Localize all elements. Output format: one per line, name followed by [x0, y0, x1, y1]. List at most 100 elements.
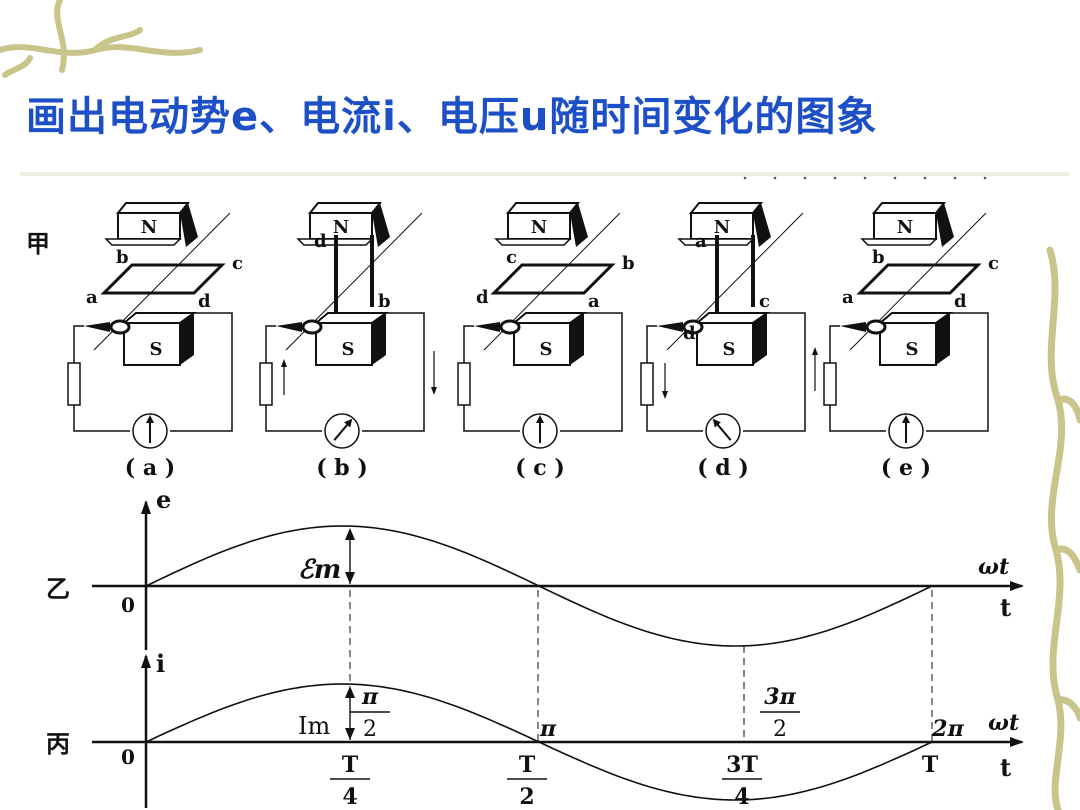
emf-origin-label: 0	[121, 593, 135, 617]
magnet-s-side	[372, 313, 386, 365]
magnet-north-label: N	[897, 217, 913, 238]
magnet-south-label: S	[723, 339, 736, 360]
panel-caption: ( d )	[697, 455, 749, 481]
coil-corner-label-br: a	[588, 291, 600, 312]
slip-ring	[301, 319, 323, 335]
slip-ring	[865, 319, 887, 335]
current-t-label: t	[1000, 753, 1011, 782]
current-origin-label: 0	[121, 745, 135, 769]
galvanometer-needle	[333, 418, 353, 441]
resistor	[640, 362, 654, 406]
galvanometer-needle	[712, 418, 732, 441]
current-amplitude-arrow-down	[345, 728, 355, 740]
angle-tick-label: π	[539, 716, 557, 742]
coil-corner-label-bl: a	[842, 287, 854, 308]
coil-corner-label-br: d	[954, 291, 967, 312]
panel-caption: ( e )	[881, 455, 931, 481]
current-omega-t-label: ωt	[988, 710, 1019, 736]
emf-t-label: t	[1000, 593, 1011, 622]
coil-loop	[100, 263, 226, 295]
coil-corner-label-br: b	[378, 291, 391, 312]
right-vine-decoration	[1046, 246, 1080, 810]
current-amplitude-label: Im	[298, 712, 330, 740]
panel-caption: ( c )	[515, 455, 565, 481]
brush	[276, 322, 302, 332]
time-tick-numerator: T	[342, 752, 359, 778]
magnet-south-label: S	[906, 339, 919, 360]
resistor	[457, 362, 471, 406]
coil-corner-label-bl: d	[683, 323, 696, 344]
top-left-vine-decoration	[0, 0, 203, 78]
emf-amplitude-label: ℰm	[298, 555, 341, 585]
coil-loop	[715, 235, 755, 313]
panel-caption: ( b )	[316, 455, 368, 481]
brush	[84, 322, 110, 332]
time-tick-denominator: 4	[734, 784, 749, 810]
current-axis-label: i	[156, 649, 165, 678]
slip-ring	[682, 319, 704, 335]
magnet-s-body	[513, 322, 571, 366]
magnet-north-label: N	[141, 217, 157, 238]
emf-graph	[92, 500, 1024, 742]
coil-corner-label-tl: b	[116, 247, 129, 268]
time-tick-denominator: 4	[342, 784, 357, 810]
label-bing: 丙	[46, 729, 70, 758]
panel-caption: ( a )	[125, 455, 175, 481]
label-jia: 甲	[26, 229, 50, 258]
time-tick-numerator: 3T	[726, 752, 758, 778]
brush	[657, 322, 683, 332]
magnet-south-label: S	[342, 339, 355, 360]
coil-corner-label-tl: a	[695, 231, 707, 252]
brush	[840, 322, 866, 332]
magnet-s-body	[315, 322, 373, 366]
magnet-n-body	[309, 212, 373, 240]
magnet-s-side	[753, 313, 767, 365]
brush	[474, 322, 500, 332]
angle-tick-denominator: 2	[363, 717, 377, 742]
header-divider	[20, 172, 1070, 176]
magnet-n-side	[936, 203, 954, 247]
magnet-n-top	[307, 202, 383, 214]
resistor	[823, 362, 837, 406]
coil-loop	[334, 235, 374, 313]
emf-axis-label: e	[156, 485, 171, 514]
magnet-n-body	[873, 212, 937, 240]
time-tick-numerator: T	[922, 752, 939, 778]
coil-corner-label-tr: b	[622, 253, 635, 274]
current-x-arrow	[1010, 737, 1024, 747]
magnet-n-top	[505, 202, 581, 214]
magnet-south-label: S	[150, 339, 163, 360]
magnet-n-side	[753, 203, 771, 247]
magnet-s-side	[180, 313, 194, 365]
magnet-s-body	[123, 322, 181, 366]
coil-corner-label-tl: c	[506, 247, 517, 268]
magnet-n-top	[688, 202, 764, 214]
label-yi: 乙	[46, 574, 70, 603]
emf-sine-curve	[145, 525, 933, 647]
current-amplitude-arrow-up	[345, 686, 355, 698]
emf-omega-t-label: ωt	[978, 554, 1009, 580]
magnet-south-label: S	[540, 339, 553, 360]
emf-amplitude-arrow-up	[345, 528, 355, 540]
magnet-n-side	[372, 203, 390, 247]
current-sine-curve	[145, 683, 933, 801]
magnet-n-pole	[860, 238, 938, 246]
magnet-n-top	[115, 202, 191, 214]
angle-tick-numerator: π	[361, 684, 379, 710]
magnet-n-pole	[104, 238, 182, 246]
angle-tick-label: 2π	[931, 716, 964, 742]
magnet-n-top	[871, 202, 947, 214]
coil-loop	[856, 263, 982, 295]
coil-corner-label-tr: c	[232, 253, 243, 274]
coil-corner-label-bl: d	[476, 287, 489, 308]
slip-ring	[499, 319, 521, 335]
coil-loop	[490, 263, 616, 295]
galvanometer-needle	[902, 415, 910, 443]
coil-corner-label-tr: c	[988, 253, 999, 274]
